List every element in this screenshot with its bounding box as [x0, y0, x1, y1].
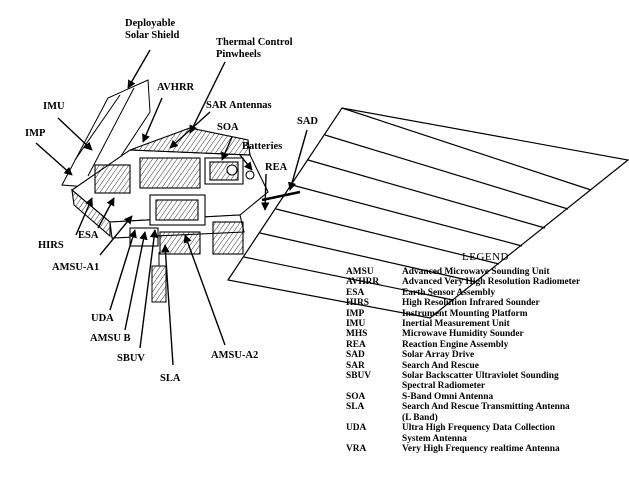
- solar-array-boom: [261, 190, 301, 202]
- label-amsu-b: AMSU B: [90, 333, 131, 344]
- label-imp: IMP: [25, 128, 46, 139]
- legend-abbr: REA: [346, 339, 366, 350]
- legend-abbr: IMP: [346, 308, 365, 319]
- legend-row: IMU Inertial Measurement Unit: [346, 319, 626, 329]
- legend-row: MHS Microwave Humidity Sounder: [346, 329, 626, 339]
- legend-desc: High Resolution Infrared Sounder: [402, 298, 540, 309]
- legend-row: SAR Search And Rescue: [346, 361, 626, 371]
- legend-row: VRA Very High Frequency realtime Antenna: [346, 444, 626, 454]
- legend-abbr: ESA: [346, 287, 365, 298]
- legend-row: HIRS High Resolution Infrared Sounder: [346, 298, 626, 308]
- legend-desc: Reaction Engine Assembly: [402, 339, 509, 350]
- legend-desc: Instrument Mounting Platform: [402, 308, 528, 319]
- legend-row: SBUV Solar Backscatter Ultraviolet Soundi…: [346, 371, 626, 392]
- legend-row: SAD Solar Array Drive: [346, 350, 626, 360]
- label-sar-antennas: SAR Antennas: [206, 100, 272, 111]
- label-amsu-a2: AMSU-A2: [211, 350, 259, 361]
- legend-desc: Microwave Humidity Sounder: [402, 329, 524, 340]
- legend-abbr: AVHRR: [346, 277, 380, 288]
- legend-abbr: AMSU: [346, 267, 374, 277]
- label-imu: IMU: [43, 101, 65, 112]
- label-thermal-control-pinwheels: Thermal Control Pinwheels: [216, 37, 293, 60]
- solar-array: [227, 107, 629, 319]
- legend-row: ESA Earth Sensor Assembly: [346, 288, 626, 298]
- label-sla: SLA: [160, 373, 181, 384]
- label-sad: SAD: [297, 116, 319, 127]
- legend-desc: Search And Rescue Transmitting Antenna (…: [402, 402, 570, 423]
- legend-row: AMSU Advanced Microwave Sounding Unit: [346, 267, 626, 277]
- legend-abbr: VRA: [346, 443, 367, 454]
- label-rea: REA: [265, 162, 288, 173]
- label-sbuv: SBUV: [117, 353, 146, 364]
- legend-desc: Earth Sensor Assembly: [402, 287, 496, 298]
- legend-desc: Ultra High Frequency Data Collection Sys…: [402, 423, 555, 444]
- legend-desc: Search And Rescue: [402, 360, 479, 371]
- legend-abbr: SLA: [346, 402, 365, 413]
- legend: AMSU Advanced Microwave Sounding Unit AVH…: [346, 267, 626, 454]
- legend-abbr: MHS: [346, 329, 368, 340]
- legend-desc: Solar Array Drive: [402, 350, 475, 361]
- legend-desc: Solar Backscatter Ultraviolet Sounding S…: [402, 371, 559, 392]
- legend-abbr: SAD: [346, 350, 365, 361]
- label-batteries: Batteries: [242, 141, 283, 152]
- legend-row: REA Reaction Engine Assembly: [346, 340, 626, 350]
- label-amsu-a1: AMSU-A1: [52, 262, 100, 273]
- callout-leaders: [35, 49, 308, 366]
- legend-title: LEGEND: [462, 251, 509, 263]
- spacecraft-body: [71, 127, 269, 255]
- legend-desc: Advanced Microwave Sounding Unit: [402, 267, 550, 277]
- legend-abbr: UDA: [346, 423, 367, 434]
- label-avhrr: AVHRR: [157, 82, 195, 93]
- legend-abbr: SAR: [346, 360, 365, 371]
- legend-abbr: SBUV: [346, 371, 372, 382]
- solar-shield: [61, 79, 151, 189]
- label-uda: UDA: [91, 313, 114, 324]
- label-soa: SOA: [217, 122, 239, 133]
- legend-abbr: SOA: [346, 391, 366, 402]
- label-deployable-solar-shield: Deployable Solar Shield: [125, 18, 180, 41]
- legend-desc: Very High Frequency realtime Antenna: [402, 443, 560, 454]
- legend-row: IMP Instrument Mounting Platform: [346, 309, 626, 319]
- legend-row: SOA S-Band Omni Antenna: [346, 392, 626, 402]
- legend-row: SLA Search And Rescue Transmitting Antenn…: [346, 402, 626, 423]
- sla-antenna-structure: [151, 252, 167, 303]
- legend-row: AVHRR Advanced Very High Resolution Radio…: [346, 277, 626, 287]
- legend-desc: Inertial Measurement Unit: [402, 319, 510, 330]
- legend-desc: Advanced Very High Resolution Radiometer: [402, 277, 581, 288]
- legend-abbr: IMU: [346, 319, 366, 330]
- legend-row: UDA Ultra High Frequency Data Collection …: [346, 423, 626, 444]
- legend-abbr: HIRS: [346, 298, 369, 309]
- label-esa: ESA: [78, 230, 99, 241]
- legend-desc: S-Band Omni Antenna: [402, 391, 494, 402]
- label-hirs: HIRS: [38, 240, 64, 251]
